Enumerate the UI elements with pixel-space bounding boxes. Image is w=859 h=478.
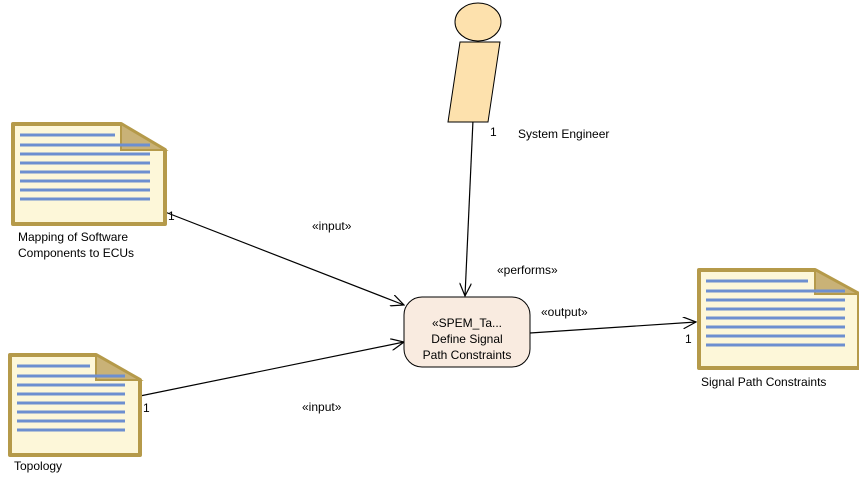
artifact-mapping-name-line2: Components to ECUs (18, 246, 134, 260)
artifact-output-text-lines (706, 279, 845, 347)
edge-label-input-topology: «input» (302, 400, 342, 414)
artifact-mapping-name-line1: Mapping of Software (18, 230, 128, 244)
artifact-topology[interactable]: 1 Topology (8, 353, 150, 473)
artifact-topology-text-lines (17, 364, 125, 432)
role-head-icon (454, 2, 502, 42)
artifact-output-name: Signal Path Constraints (701, 375, 826, 389)
artifact-topology-name: Topology (14, 459, 62, 473)
task-define-signal-path-constraints[interactable]: «SPEM_Ta... Define Signal Path Constrain… (403, 296, 531, 368)
edge-mapping-to-task[interactable] (164, 211, 404, 305)
edge-role-to-task[interactable] (465, 119, 474, 296)
edges (139, 119, 696, 397)
artifact-output-multiplicity: 1 (685, 332, 692, 346)
role-name: System Engineer (518, 127, 609, 141)
role-body-icon (447, 41, 501, 123)
artifact-signal-path-constraints[interactable]: 1 Signal Path Constraints (685, 268, 859, 389)
task-box (403, 296, 531, 368)
task-name-line1: Define Signal (431, 332, 502, 346)
role-multiplicity: 1 (490, 125, 497, 139)
artifact-mapping[interactable]: 1 Mapping of Software Components to ECUs (11, 122, 175, 260)
artifact-topology-multiplicity: 1 (143, 401, 150, 415)
task-name-line2: Path Constraints (423, 348, 512, 362)
artifact-mapping-multiplicity: 1 (168, 209, 175, 223)
artifact-output-fold (814, 268, 859, 295)
edge-label-output: «output» (541, 305, 588, 319)
edge-topology-to-task[interactable] (139, 342, 404, 397)
edge-label-input-mapping: «input» (312, 219, 352, 233)
role-system-engineer[interactable]: 1 System Engineer (447, 2, 609, 141)
edge-label-performs: «performs» (497, 263, 558, 277)
edge-task-to-output[interactable] (529, 322, 696, 334)
artifact-mapping-text-lines (20, 133, 150, 201)
artifact-topology-fold (95, 353, 144, 381)
task-stereotype: «SPEM_Ta... (432, 316, 502, 330)
